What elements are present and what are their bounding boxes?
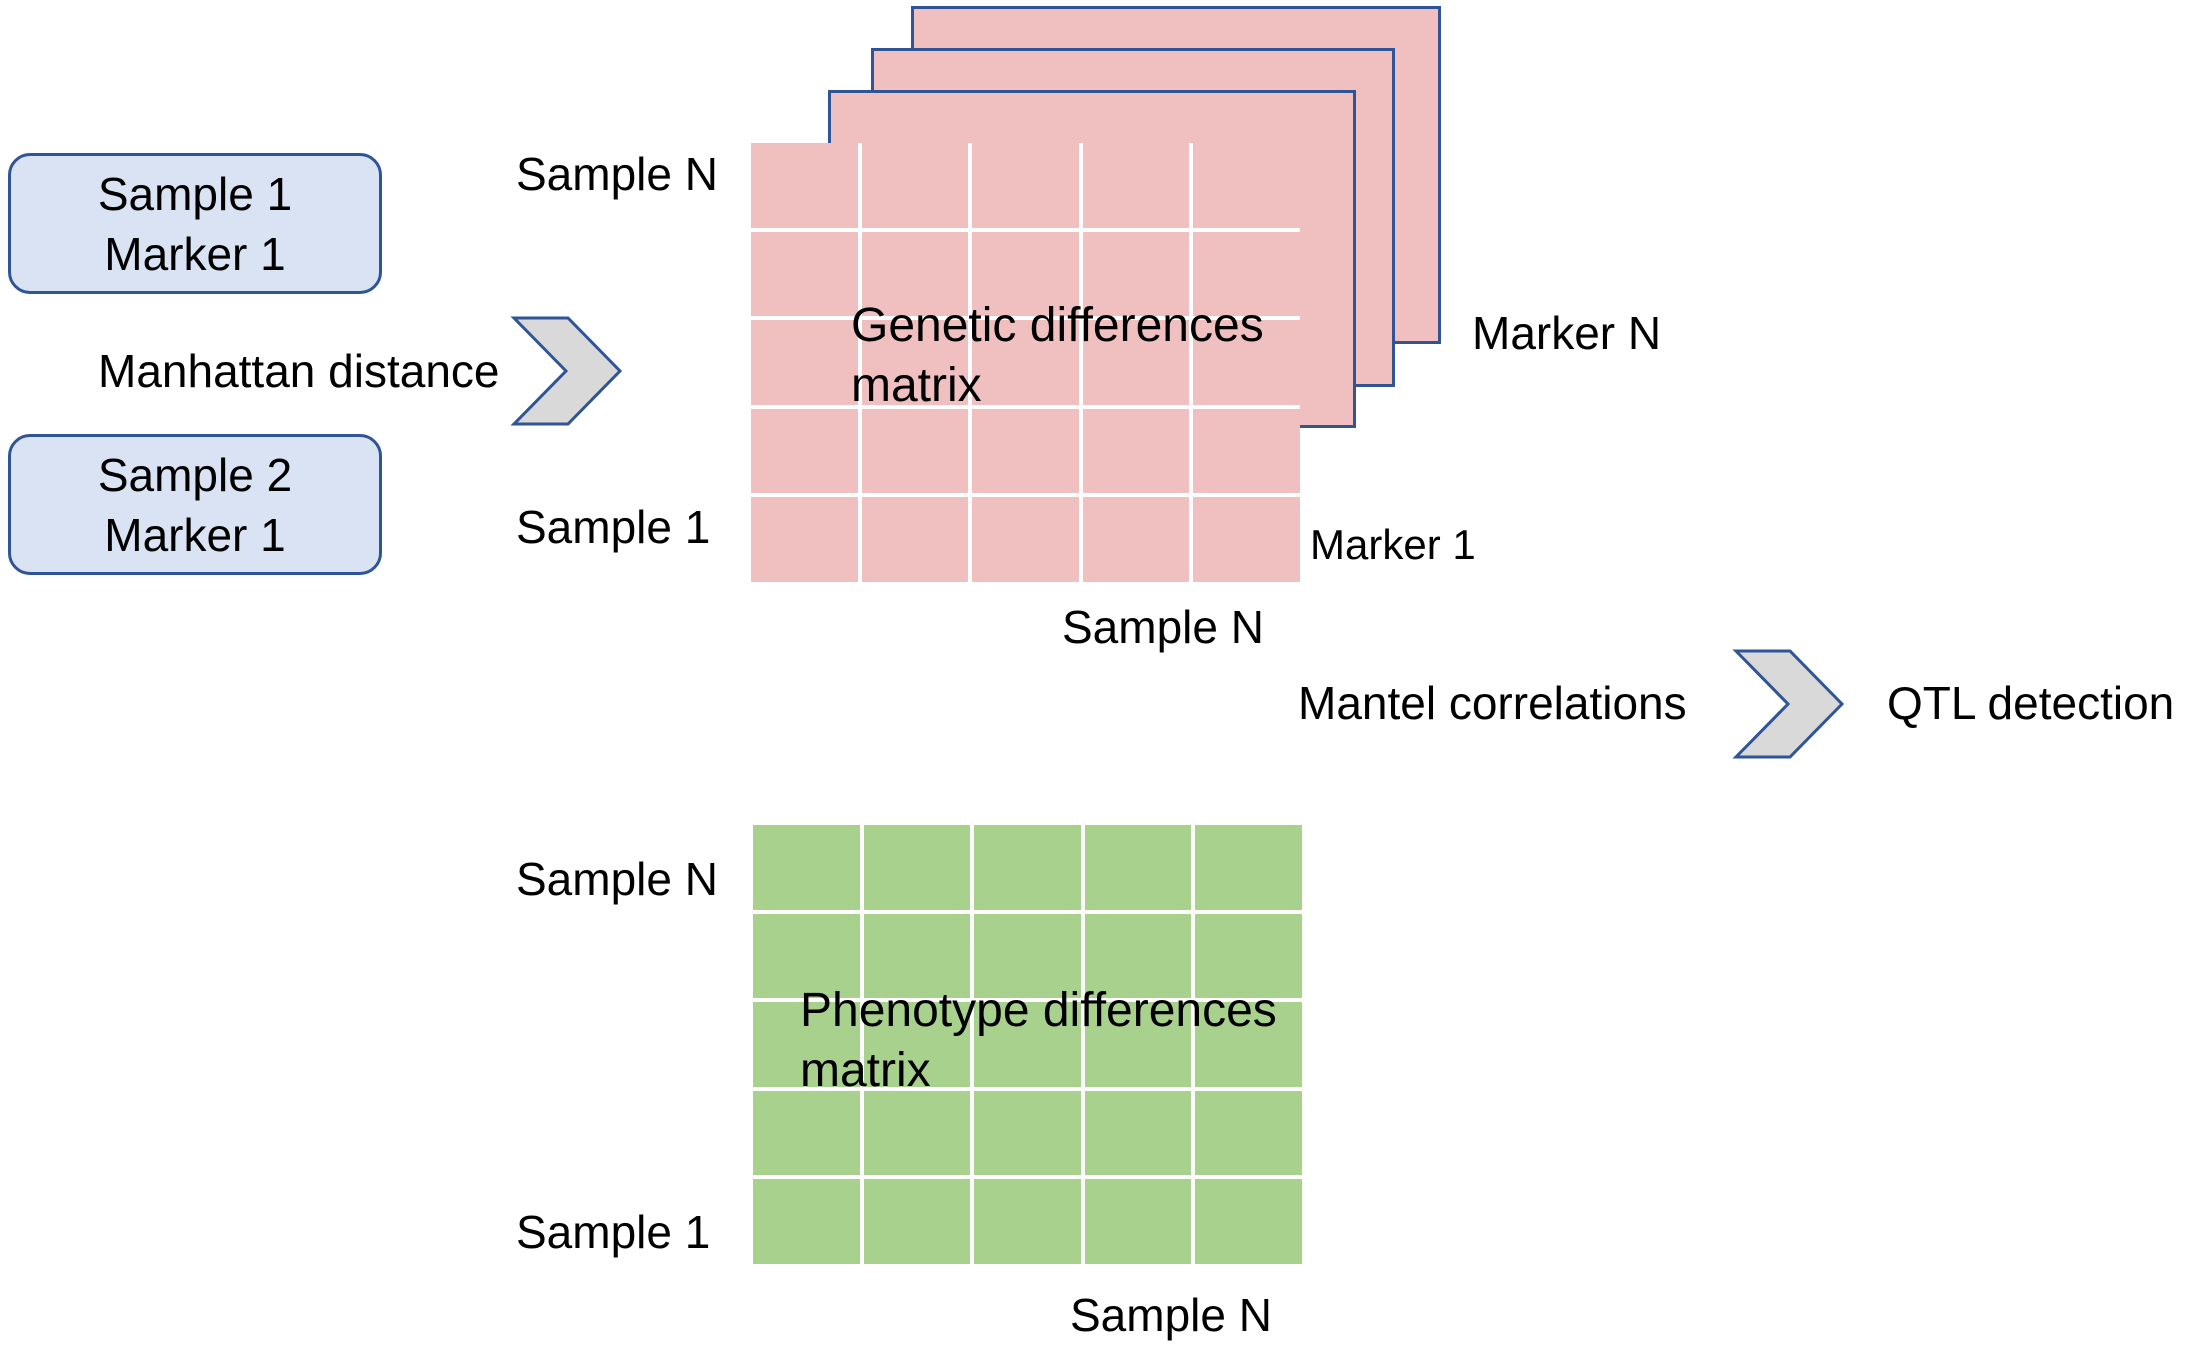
grid-cell	[1195, 913, 1302, 999]
grid-cell	[972, 408, 1079, 494]
grid-cell	[863, 825, 971, 910]
grid-cell	[974, 1002, 1081, 1087]
grid-cell	[751, 408, 858, 494]
grid-cell	[1193, 497, 1300, 582]
phenotype-matrix-title: Phenotype differences matrix	[800, 981, 1277, 1101]
phenotype-row-bottom-label: Sample 1	[516, 1206, 711, 1258]
grid-cell	[1084, 825, 1192, 910]
box1-sample-label: Sample 1	[97, 167, 293, 220]
grid-cell	[753, 1002, 860, 1087]
grid-cell	[974, 1179, 1081, 1264]
grid-cell	[751, 320, 858, 405]
grid-cell	[1195, 1179, 1302, 1264]
grid-cell	[1195, 1090, 1302, 1176]
grid-cell	[861, 408, 969, 494]
marker-n-label: Marker N	[1472, 307, 1662, 359]
box2-marker-label: Marker 1	[104, 508, 286, 561]
marker-1-label: Marker 1	[1310, 521, 1476, 568]
grid-cell	[1082, 231, 1190, 317]
genetic-title-line2: matrix	[851, 359, 982, 412]
grid-cell	[974, 1090, 1081, 1176]
grid-cell	[751, 497, 858, 582]
grid-cell	[1193, 408, 1300, 494]
grid-cell	[1082, 497, 1190, 582]
genetic-differences-grid	[751, 143, 1300, 582]
box2-sample-label: Sample 2	[97, 448, 293, 501]
grid-cell	[1084, 1090, 1192, 1176]
phenotype-differences-grid	[753, 825, 1302, 1264]
grid-cell	[753, 825, 860, 910]
grid-cell	[753, 1090, 860, 1176]
box1-marker-label: Marker 1	[104, 227, 286, 280]
grid-cell	[861, 143, 969, 228]
grid-cell	[863, 913, 971, 999]
phenotype-col-label: Sample N	[1070, 1289, 1272, 1341]
genetic-row-top-label: Sample N	[516, 148, 718, 200]
grid-cell	[974, 825, 1081, 910]
grid-cell	[972, 143, 1079, 228]
grid-cell	[863, 1090, 971, 1176]
phenotype-title-line1: Phenotype differences	[800, 984, 1277, 1037]
mantel-chevron-icon	[1732, 649, 1845, 759]
grid-cell	[1084, 1179, 1192, 1264]
grid-cell	[861, 231, 969, 317]
genetic-title-line1: Genetic differences	[851, 299, 1264, 352]
grid-cell	[1195, 825, 1302, 910]
phenotype-row-top-label: Sample N	[516, 853, 718, 905]
grid-cell	[972, 497, 1079, 582]
grid-cell	[751, 143, 858, 228]
mantel-correlations-label: Mantel correlations	[1298, 677, 1687, 729]
grid-cell	[863, 1179, 971, 1264]
sample-1-marker-1-box: Sample 1 Marker 1	[8, 153, 382, 294]
grid-cell	[1082, 143, 1190, 228]
grid-cell	[861, 497, 969, 582]
manhattan-distance-label: Manhattan distance	[98, 345, 500, 397]
manhattan-chevron-icon	[510, 316, 623, 426]
genetic-matrix-title: Genetic differences matrix	[851, 296, 1264, 416]
sample-2-marker-1-box: Sample 2 Marker 1	[8, 434, 382, 575]
grid-cell	[1193, 231, 1300, 317]
grid-cell	[863, 1002, 971, 1087]
grid-cell	[751, 231, 858, 317]
grid-cell	[861, 320, 969, 405]
grid-cell	[1193, 320, 1300, 405]
qtl-detection-label: QTL detection	[1887, 677, 2175, 729]
grid-cell	[1082, 408, 1190, 494]
grid-cell	[974, 913, 1081, 999]
phenotype-title-line2: matrix	[800, 1044, 931, 1097]
grid-cell	[753, 1179, 860, 1264]
genetic-col-label: Sample N	[1062, 601, 1264, 653]
grid-cell	[1082, 320, 1190, 405]
grid-cell	[753, 913, 860, 999]
grid-cell	[1193, 143, 1300, 228]
grid-cell	[1084, 1002, 1192, 1087]
grid-cell	[972, 320, 1079, 405]
grid-cell	[972, 231, 1079, 317]
grid-cell	[1084, 913, 1192, 999]
grid-cell	[1195, 1002, 1302, 1087]
genetic-row-bottom-label: Sample 1	[516, 501, 711, 553]
